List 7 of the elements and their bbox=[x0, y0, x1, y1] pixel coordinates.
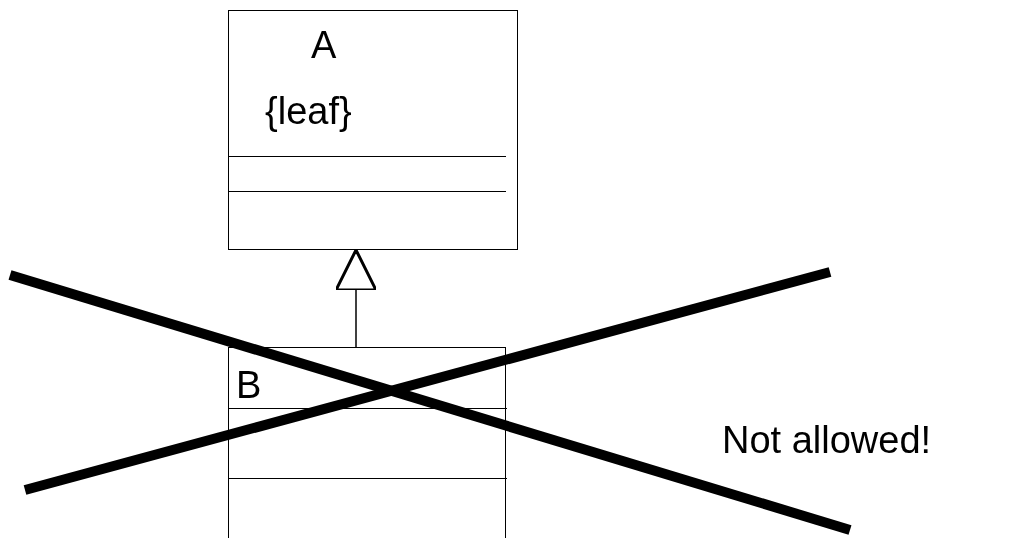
class-box bbox=[228, 347, 506, 538]
inheritance-arrow bbox=[334, 248, 378, 348]
class-name: A bbox=[311, 25, 337, 65]
class-name: B bbox=[236, 365, 262, 405]
class-box bbox=[228, 10, 518, 250]
note-text: Not allowed! bbox=[722, 418, 932, 462]
class-property: {leaf} bbox=[265, 91, 352, 131]
